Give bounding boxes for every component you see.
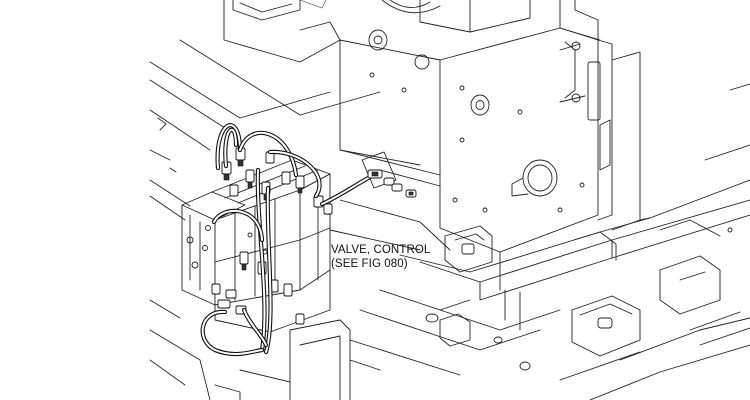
control-valve-assembly bbox=[181, 147, 333, 333]
callout-line-1: VALVE, CONTROL bbox=[331, 244, 431, 256]
tee-fitting-group bbox=[361, 151, 417, 198]
valve-control-callout: VALVE, CONTROL (SEE FIG 080) bbox=[331, 244, 431, 270]
hydraulic-hoses bbox=[200, 123, 375, 357]
machine-frame bbox=[149, 0, 750, 400]
callout-line-2: (SEE FIG 080) bbox=[331, 258, 408, 270]
